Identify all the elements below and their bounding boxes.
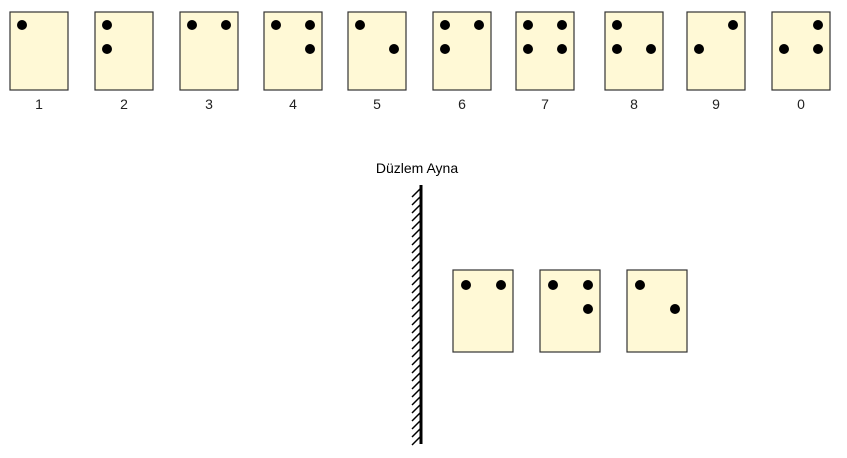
card-dot: [612, 44, 622, 54]
legend-card-4: 4: [263, 11, 323, 112]
card-dot: [102, 44, 112, 54]
card-dot: [271, 20, 281, 30]
mirror-hatch: [411, 355, 422, 366]
legend-card-3: 3: [179, 11, 239, 112]
legend-card-9: 9: [686, 11, 746, 112]
card-dot: [187, 20, 197, 30]
reflected-card-3: [626, 269, 688, 353]
card-dot: [646, 44, 656, 54]
card-dot: [17, 20, 27, 30]
mirror-hatch: [411, 347, 422, 358]
mirror-hatch: [411, 403, 422, 414]
legend-card-label: 6: [458, 96, 466, 112]
mirror-hatch: [411, 379, 422, 390]
card-dot: [635, 280, 645, 290]
mirror-hatch: [411, 387, 422, 398]
card-dot: [355, 20, 365, 30]
legend-card-label: 5: [373, 96, 381, 112]
digit-code-legend: 1 2 3 4 5 6 7 8 9 0: [9, 11, 831, 112]
mirror-hatch: [411, 323, 422, 334]
card-dot: [523, 20, 533, 30]
mirror-hatch: [411, 251, 422, 262]
mirror-hatch: [411, 419, 422, 430]
mirror-hatch: [411, 299, 422, 310]
legend-card-label: 1: [35, 96, 43, 112]
mirror-label: Düzlem Ayna: [376, 160, 458, 176]
mirror-hatch: [411, 275, 422, 286]
reflected-cards: [452, 269, 688, 353]
mirror-hatch: [411, 235, 422, 246]
card-dot: [670, 304, 680, 314]
legend-card-label: 7: [541, 96, 549, 112]
mirror-hatch: [411, 331, 422, 342]
mirror-hatch: [411, 315, 422, 326]
mirror-hatch: [411, 219, 422, 230]
mirror-hatch: [411, 283, 422, 294]
mirror-hatch: [411, 307, 422, 318]
card-dot: [102, 20, 112, 30]
card-dot: [440, 44, 450, 54]
legend-card-label: 9: [712, 96, 720, 112]
mirror-hatch: [411, 435, 422, 446]
legend-card-label: 3: [205, 96, 213, 112]
legend-card-label: 8: [630, 96, 638, 112]
mirror-hatch: [411, 291, 422, 302]
legend-card-0: 0: [771, 11, 831, 112]
card-dot: [557, 20, 567, 30]
mirror-hatch: [411, 411, 422, 422]
mirror-hatch: [411, 211, 422, 222]
mirror-hatch: [411, 243, 422, 254]
reflected-card-1: [452, 269, 514, 353]
card-dot: [548, 280, 558, 290]
card-dot: [583, 280, 593, 290]
card-dot: [305, 44, 315, 54]
mirror-hatch: [411, 259, 422, 270]
mirror-hatch: [411, 195, 422, 206]
mirror-hatch: [411, 339, 422, 350]
legend-card-6: 6: [432, 11, 492, 112]
card-dot: [779, 44, 789, 54]
legend-card-5: 5: [347, 11, 407, 112]
reflected-card-2: [539, 269, 601, 353]
card-dot: [813, 20, 823, 30]
card-dot: [583, 304, 593, 314]
plane-mirror: [411, 185, 423, 446]
legend-card-1: 1: [9, 11, 69, 112]
mirror-hatch: [411, 363, 422, 374]
card-dot: [305, 20, 315, 30]
mirror-hatch: [411, 187, 422, 198]
card-dot: [389, 44, 399, 54]
mirror-hatch: [411, 203, 422, 214]
card-dot: [523, 44, 533, 54]
card-dot: [221, 20, 231, 30]
mirror-hatch: [411, 371, 422, 382]
legend-card-8: 8: [604, 11, 664, 112]
card-dot: [557, 44, 567, 54]
mirror-hatch: [411, 427, 422, 438]
card-dot: [461, 280, 471, 290]
card-dot: [612, 20, 622, 30]
card-dot: [728, 20, 738, 30]
legend-card-label: 2: [120, 96, 128, 112]
legend-card-2: 2: [94, 11, 154, 112]
card-dot: [474, 20, 484, 30]
mirror-hatch: [411, 267, 422, 278]
mirror-hatch: [411, 395, 422, 406]
legend-card-7: 7: [515, 11, 575, 112]
legend-card-label: 4: [289, 96, 297, 112]
card-dot: [694, 44, 704, 54]
card-dot: [496, 280, 506, 290]
card-dot: [813, 44, 823, 54]
mirror-hatch: [411, 227, 422, 238]
legend-card-label: 0: [797, 96, 805, 112]
card-dot: [440, 20, 450, 30]
